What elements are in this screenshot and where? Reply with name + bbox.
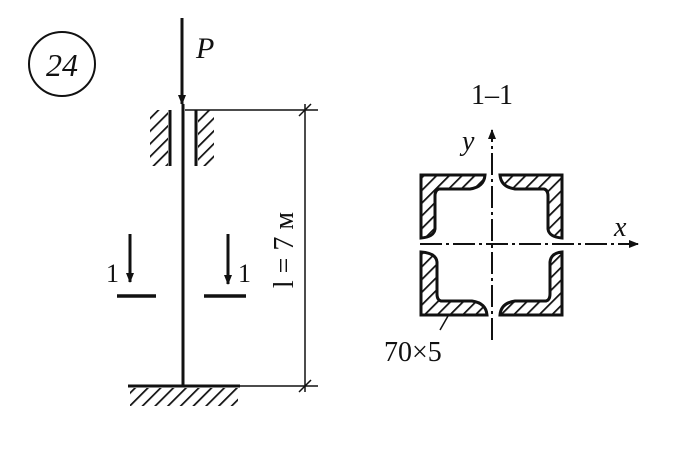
problem-number-badge: 24 xyxy=(28,31,96,97)
y-axis-label: y xyxy=(459,126,475,157)
length-label: l = 7 м xyxy=(269,212,300,289)
section-mark-label: 1 xyxy=(238,259,251,288)
problem-number: 24 xyxy=(46,47,78,83)
length-dimension: l = 7 м xyxy=(185,103,318,393)
angle-profile-callout: 70×5 xyxy=(384,315,449,368)
angle-top-left xyxy=(419,173,487,240)
load-arrow: P xyxy=(178,18,214,105)
angle-profile-label: 70×5 xyxy=(384,337,442,368)
angle-top-right xyxy=(498,173,564,240)
section-mark-left: 1 xyxy=(106,234,156,298)
section-mark-right: 1 xyxy=(204,234,251,298)
angle-bottom-right xyxy=(498,250,564,317)
section-mark-label: 1 xyxy=(106,259,119,288)
load-label: P xyxy=(195,32,214,65)
top-guide-support xyxy=(150,110,214,166)
y-axis: y xyxy=(459,126,496,340)
x-axis-label: x xyxy=(613,212,627,243)
fixed-base-support xyxy=(128,384,240,406)
x-axis: x xyxy=(420,212,639,248)
angle-bottom-left xyxy=(419,250,489,317)
section-title: 1–1 xyxy=(471,80,513,111)
